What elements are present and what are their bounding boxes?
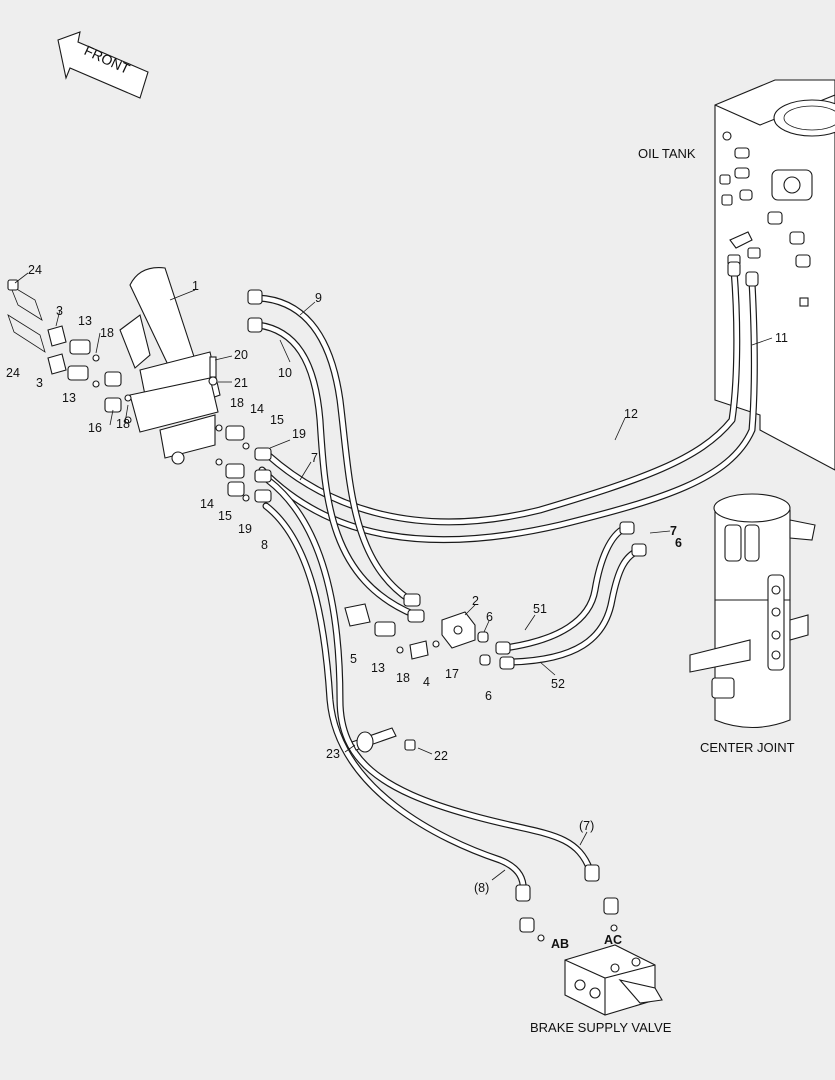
callout-7: 7 — [670, 524, 677, 538]
callout-51: 51 — [533, 602, 547, 616]
callout-11: 11 — [775, 331, 788, 345]
callout-52: 52 — [551, 677, 565, 691]
callout-5: 5 — [350, 652, 357, 666]
port-label-ac: AC — [604, 933, 622, 947]
callout-15: 15 — [218, 509, 232, 523]
callout-3: 3 — [56, 304, 63, 318]
callout-6: 6 — [675, 536, 682, 550]
callout-18: 18 — [230, 396, 244, 410]
oil-tank: OIL TANK — [638, 79, 835, 471]
hose-51 — [501, 524, 629, 652]
center-joint: CENTER JOINT — [689, 493, 816, 755]
callout-23: 23 — [326, 747, 340, 761]
callout-16: 16 — [88, 421, 102, 435]
callout-22: 22 — [434, 749, 448, 763]
callout-6: 6 — [486, 610, 493, 624]
callout-14: 14 — [250, 402, 264, 416]
callout-18: 18 — [100, 326, 114, 340]
callout-12: 12 — [624, 407, 638, 421]
pedal-assembly — [119, 267, 221, 465]
callout-3: 3 — [36, 376, 43, 390]
callout-1: 1 — [192, 279, 199, 293]
pressure-switches — [7, 279, 132, 424]
pedal-fittings-14-15-19 — [215, 424, 272, 503]
clamp-23 — [351, 727, 416, 753]
callout-19: 19 — [238, 522, 252, 536]
hose-12 — [264, 266, 741, 526]
leader-lines — [14, 272, 773, 881]
callout-13: 13 — [371, 661, 385, 675]
front-arrow-icon: FRONT — [57, 31, 149, 99]
hose-11 — [258, 278, 758, 544]
callout-8-paren: (8) — [474, 881, 489, 895]
brake-supply-valve-label: BRAKE SUPPLY VALVE — [530, 1020, 672, 1035]
callout-18: 18 — [116, 417, 130, 431]
port-label-ab: AB — [551, 937, 569, 951]
callout-13: 13 — [62, 391, 76, 405]
callout-21: 21 — [234, 376, 248, 390]
callout-labels: 24 3 13 18 24 3 13 16 18 1 20 21 18 14 1… — [6, 263, 788, 895]
callout-7-paren: (7) — [579, 819, 594, 833]
callout-2: 2 — [472, 594, 479, 608]
callout-13: 13 — [78, 314, 92, 328]
callout-10: 10 — [278, 366, 292, 380]
callout-4: 4 — [423, 675, 430, 689]
callout-8: 8 — [261, 538, 268, 552]
callout-9: 9 — [315, 291, 322, 305]
callout-24: 24 — [6, 366, 20, 380]
hose-fittings — [247, 261, 759, 902]
hose-10 — [254, 321, 419, 619]
callout-6: 6 — [485, 689, 492, 703]
callout-14: 14 — [200, 497, 214, 511]
callout-7: 7 — [311, 451, 318, 465]
hose-8 — [262, 502, 527, 899]
hose-7 — [264, 476, 594, 874]
adapters-5-13-4 — [344, 603, 440, 660]
callout-20: 20 — [234, 348, 248, 362]
oil-tank-label: OIL TANK — [638, 146, 696, 161]
brake-supply-valve: BRAKE SUPPLY VALVE AB AC — [519, 897, 672, 1035]
tee-block-2 — [441, 611, 491, 666]
center-joint-label: CENTER JOINT — [700, 740, 795, 755]
callout-19: 19 — [292, 427, 306, 441]
callout-18: 18 — [396, 671, 410, 685]
callout-24: 24 — [28, 263, 42, 277]
callout-17: 17 — [445, 667, 459, 681]
callout-15: 15 — [270, 413, 284, 427]
hose-9 — [254, 294, 414, 604]
hose-52 — [508, 546, 644, 666]
